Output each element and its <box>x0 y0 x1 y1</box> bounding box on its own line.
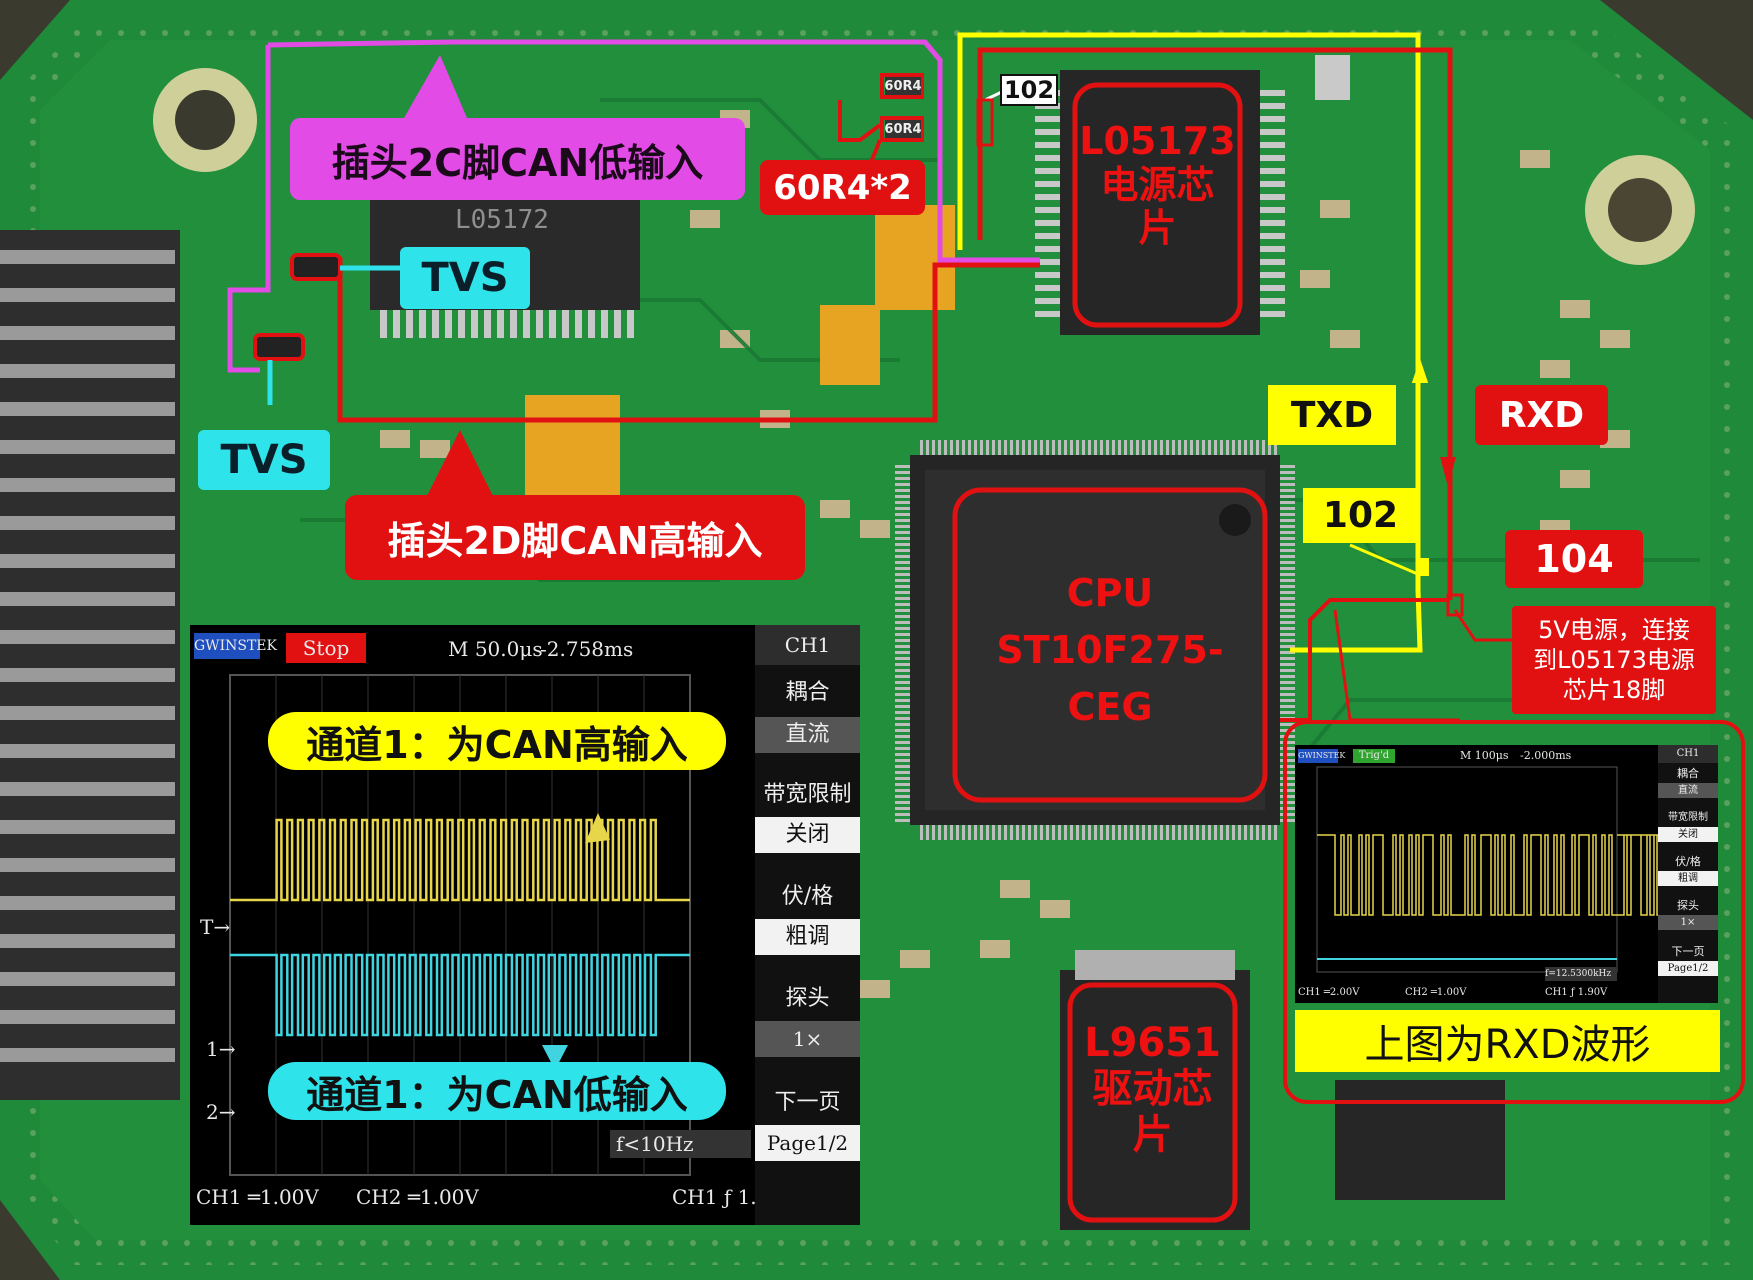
tvs-bottom-callout: TVS <box>198 430 330 490</box>
cpu-line2: ST10F275-CEG <box>996 628 1224 729</box>
rxd-menu-probe-value[interactable]: 1× <box>1658 915 1718 930</box>
l9651-line3: 片 <box>1132 1112 1173 1158</box>
rxd-scope-delay: -2.000ms <box>1520 749 1572 762</box>
capacitor-102-yellow-tag: 102 <box>1303 488 1418 543</box>
rxd-scope-frequency: f=12.5300kHz <box>1545 967 1617 981</box>
rxd-menu-bandwidth-value[interactable]: 关闭 <box>1658 827 1718 842</box>
menu-probe[interactable]: 探头 <box>785 986 830 1011</box>
resistor-pair-callout: 60R4*2 <box>760 160 925 215</box>
rxd-oscilloscope-screen: GWINSTEK Trig'd M 100μs -2.000ms f=12.53… <box>1295 745 1658 1003</box>
rxd-waveform-area <box>1316 766 1658 973</box>
rxd-scope-trigger-level: CH1 ƒ 1.90V <box>1545 987 1608 998</box>
rxd-waveform-caption: 上图为RXD波形 <box>1295 1010 1720 1072</box>
l05173-line3: 片 <box>1138 206 1177 251</box>
menu-coupling-value[interactable]: 直流 <box>755 717 860 753</box>
resistor-code-1: 60R4 <box>884 77 922 95</box>
marker-ch1: 1→ <box>206 1037 236 1061</box>
l05172-marking: L05172 <box>455 205 549 235</box>
scope-ch1-scale: CH1 ═1.00V <box>196 1185 319 1209</box>
power-note-callout: 5V电源，连接 到L05173电源 芯片18脚 <box>1512 606 1716 714</box>
rxd-callout: RXD <box>1475 385 1608 445</box>
tvs-top-callout: TVS <box>400 247 530 309</box>
ch2-description-bubble: 通道1：为CAN低输入 <box>268 1062 726 1120</box>
scope-timebase: M 50.0μs <box>448 637 543 661</box>
rxd-scope-ch2-scale: CH2 ═1.00V <box>1405 987 1467 998</box>
scope-delay: -2.758ms <box>540 637 634 661</box>
ch1-description-bubble: 通道1：为CAN高输入 <box>268 712 726 770</box>
scope-frequency: f<10Hz <box>610 1130 751 1158</box>
rxd-scope-ch1-scale: CH1 ═2.00V <box>1298 987 1360 998</box>
l9651-line1: L9651 <box>1084 1020 1221 1066</box>
menu-page-indicator[interactable]: Page1/2 <box>755 1125 860 1161</box>
rxd-menu-next-page[interactable]: 下一页 <box>1671 945 1705 958</box>
can-low-2c-callout: 插头2C脚CAN低输入 <box>290 118 745 200</box>
rxd-menu-probe[interactable]: 探头 <box>1677 899 1699 912</box>
cpu-label: CPU ST10F275-CEG <box>955 565 1265 736</box>
main-scope-menu: CH1 耦合 直流 带宽限制 关闭 伏/格 粗调 探头 1× 下一页 Page1… <box>755 625 860 1225</box>
rxd-scope-status: Trig'd <box>1353 749 1395 763</box>
menu-volts-div[interactable]: 伏/格 <box>781 884 834 909</box>
txd-callout: TXD <box>1268 385 1396 445</box>
menu-probe-value[interactable]: 1× <box>755 1021 860 1057</box>
rxd-menu-coupling-value[interactable]: 直流 <box>1658 783 1718 798</box>
rxd-menu-channel[interactable]: CH1 <box>1658 745 1718 763</box>
resistor-code-2: 60R4 <box>884 120 922 138</box>
scope-brand: GWINSTEK <box>194 633 277 659</box>
rxd-scope-timebase: M 100μs <box>1460 749 1509 762</box>
scope-status: Stop <box>286 633 366 663</box>
rxd-scope-menu: CH1 耦合 直流 带宽限制 关闭 伏/格 粗调 探头 1× 下一页 Page1… <box>1658 745 1718 1003</box>
l9651-label: L9651 驱动芯 片 <box>1070 1020 1235 1158</box>
menu-bandwidth[interactable]: 带宽限制 <box>763 782 852 807</box>
rxd-menu-volts-div[interactable]: 伏/格 <box>1675 855 1701 868</box>
l05173-label: L05173 电源芯 片 <box>1075 119 1240 251</box>
rxd-menu-page-indicator[interactable]: Page1/2 <box>1658 961 1718 976</box>
power-note-line1: 5V电源，连接 <box>1538 616 1690 644</box>
l9651-line2: 驱动芯 <box>1092 1066 1213 1112</box>
menu-channel[interactable]: CH1 <box>755 625 860 665</box>
menu-next-page[interactable]: 下一页 <box>774 1090 841 1115</box>
cpu-line1: CPU <box>1066 571 1154 615</box>
capacitor-104-tag: 104 <box>1505 530 1643 588</box>
capacitor-102-top-tag: 102 <box>1000 74 1058 106</box>
marker-trigger: T→ <box>200 915 231 939</box>
rxd-scope-brand: GWINSTEK <box>1298 749 1345 763</box>
menu-volts-div-value[interactable]: 粗调 <box>755 919 860 955</box>
scope-ch2-scale: CH2 ═1.00V <box>356 1185 479 1209</box>
power-note-line2: 到L05173电源 <box>1533 646 1695 674</box>
power-note-line3: 芯片18脚 <box>1562 676 1666 704</box>
l05173-line2: 电源芯 <box>1100 162 1215 207</box>
menu-coupling[interactable]: 耦合 <box>785 680 830 705</box>
can-high-2d-callout: 插头2D脚CAN高输入 <box>345 495 805 580</box>
menu-bandwidth-value[interactable]: 关闭 <box>755 817 860 853</box>
rxd-menu-bandwidth[interactable]: 带宽限制 <box>1668 812 1708 823</box>
marker-ch2: 2→ <box>206 1100 236 1124</box>
rxd-menu-coupling[interactable]: 耦合 <box>1677 767 1699 780</box>
l05173-line1: L05173 <box>1079 119 1236 163</box>
rxd-menu-volts-div-value[interactable]: 粗调 <box>1658 871 1718 886</box>
